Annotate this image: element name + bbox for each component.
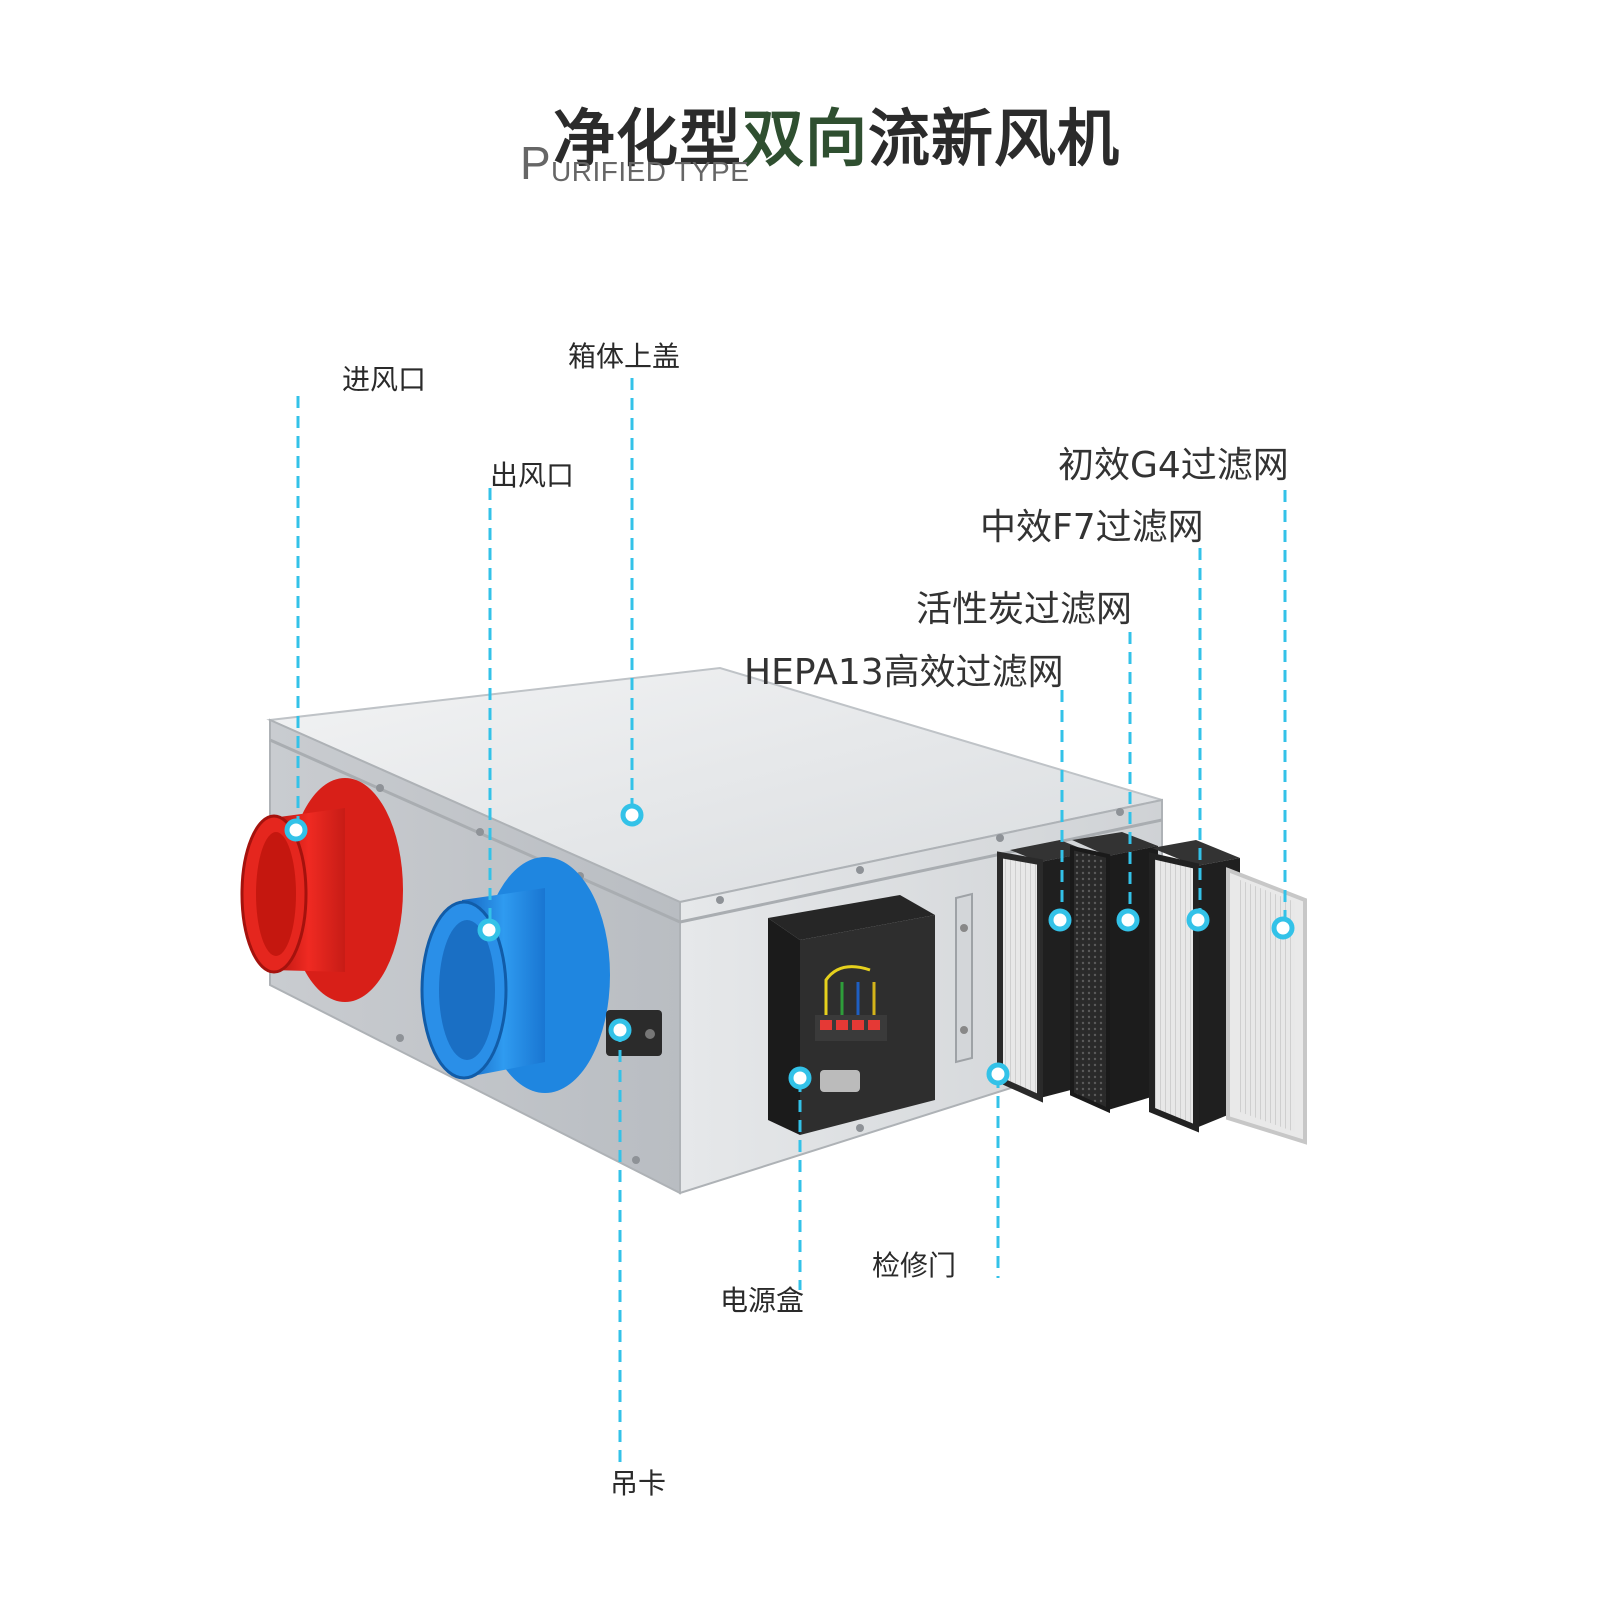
dot-power-box — [788, 1066, 812, 1090]
front-rim — [679, 818, 1163, 924]
label-top-cover: 箱体上盖 — [568, 340, 681, 373]
top-rim — [269, 738, 681, 924]
label-hanger: 吊卡 — [610, 1467, 667, 1500]
label-air-outlet: 出风口 — [490, 459, 575, 492]
label-f7-filter: 中效F7过滤网 — [980, 507, 1204, 548]
dot-g4 — [1271, 916, 1295, 940]
rivets — [376, 784, 1124, 1164]
dot-hepa — [1048, 908, 1072, 932]
air-outlet-duct — [420, 857, 610, 1093]
dot-air-inlet — [284, 818, 308, 842]
label-carbon-filter: 活性炭过滤网 — [916, 589, 1133, 630]
dot-carbon — [1116, 908, 1140, 932]
label-g4-filter: 初效G4过滤网 — [1058, 445, 1289, 486]
callout-dots — [284, 803, 1295, 1090]
label-power-box: 电源盒 — [720, 1284, 805, 1317]
leader-lines — [296, 378, 1287, 1470]
filter-stack — [997, 832, 1307, 1145]
g4-filter — [1226, 867, 1307, 1145]
label-air-inlet: 进风口 — [342, 363, 427, 396]
dot-f7 — [1186, 908, 1210, 932]
label-access-door: 检修门 — [872, 1249, 957, 1282]
label-hepa-filter: HEPA13高效过滤网 — [744, 652, 1064, 693]
subtitle-initial: P — [520, 137, 551, 189]
air-inlet-duct — [240, 778, 403, 1002]
dot-access-door — [986, 1062, 1010, 1086]
dot-hanger — [608, 1018, 632, 1042]
terminals — [820, 1020, 880, 1030]
wires — [824, 965, 876, 1015]
power-box — [768, 895, 935, 1135]
dot-top-cover — [620, 803, 644, 827]
page-title: 净化型双向流新风机 — [553, 102, 1121, 175]
carbon-filter — [1070, 832, 1158, 1114]
page-subtitle: URIFIED TYPE — [551, 156, 750, 187]
dot-air-outlet — [477, 918, 501, 942]
access-door — [955, 892, 973, 1064]
